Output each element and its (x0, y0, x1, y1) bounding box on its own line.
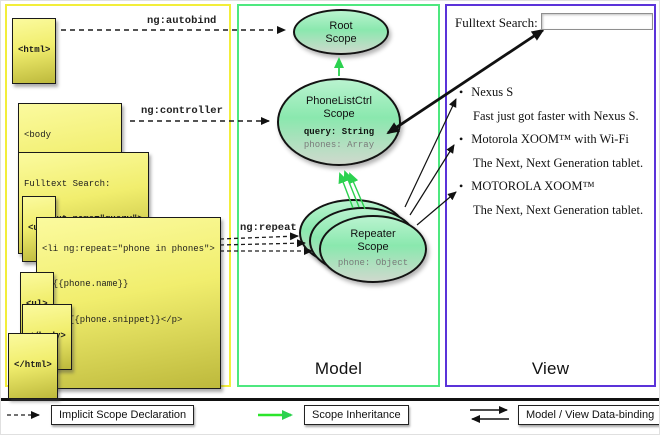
model-column: Model (237, 4, 440, 387)
view-item-snippet: The Next, Next Generation tablet. (473, 156, 644, 170)
view-column: View (445, 4, 656, 387)
view-item-name: •Nexus S (459, 85, 514, 99)
ctrl-scope-phones-prop: phones: Array (303, 139, 375, 150)
ng-repeat-label: ng:repeat (240, 222, 297, 234)
code-box-html-open: <html> (12, 18, 57, 85)
fulltext-search-input[interactable] (541, 13, 653, 30)
view-item-name: •Motorola XOOM™ with Wi-Fi (459, 132, 629, 146)
bullet-icon: • (459, 132, 464, 146)
legend-scope-inheritance: Scope Inheritance (304, 405, 409, 425)
legend-model-view-data-binding: Model / View Data-binding (518, 405, 659, 425)
phonelistctrl-scope-ellipse: PhoneListCtrl Scope query: String phones… (277, 78, 401, 166)
code-box-li-repeat: <li ng:repeat="phone in phones"> {{phone… (36, 217, 221, 389)
bullet-icon: • (459, 179, 464, 193)
view-search-label: Fulltext Search: (455, 15, 538, 30)
legend-implicit-scope-declaration: Implicit Scope Declaration (51, 405, 195, 425)
code-box-html-close: </html> (8, 333, 58, 400)
model-column-label: Model (314, 359, 363, 378)
ctrl-scope-query-prop: query: String (303, 127, 375, 138)
repeater-scope-ellipse-front: Repeater Scope phone: Object (319, 215, 427, 283)
root-scope-ellipse: Root Scope (293, 9, 389, 55)
legend-separator-line (1, 398, 659, 401)
view-item-snippet: Fast just got faster with Nexus S. (473, 109, 639, 123)
ng-autobind-label: ng:autobind (147, 15, 217, 27)
bullet-icon: • (459, 85, 464, 99)
view-item-name: •MOTOROLA XOOM™ (459, 179, 595, 193)
view-item-snippet: The Next, Next Generation tablet. (473, 203, 644, 217)
ng-controller-label: ng:controller (141, 105, 223, 117)
repeater-scope-phone-prop: phone: Object (337, 258, 409, 269)
view-column-label: View (531, 359, 570, 378)
